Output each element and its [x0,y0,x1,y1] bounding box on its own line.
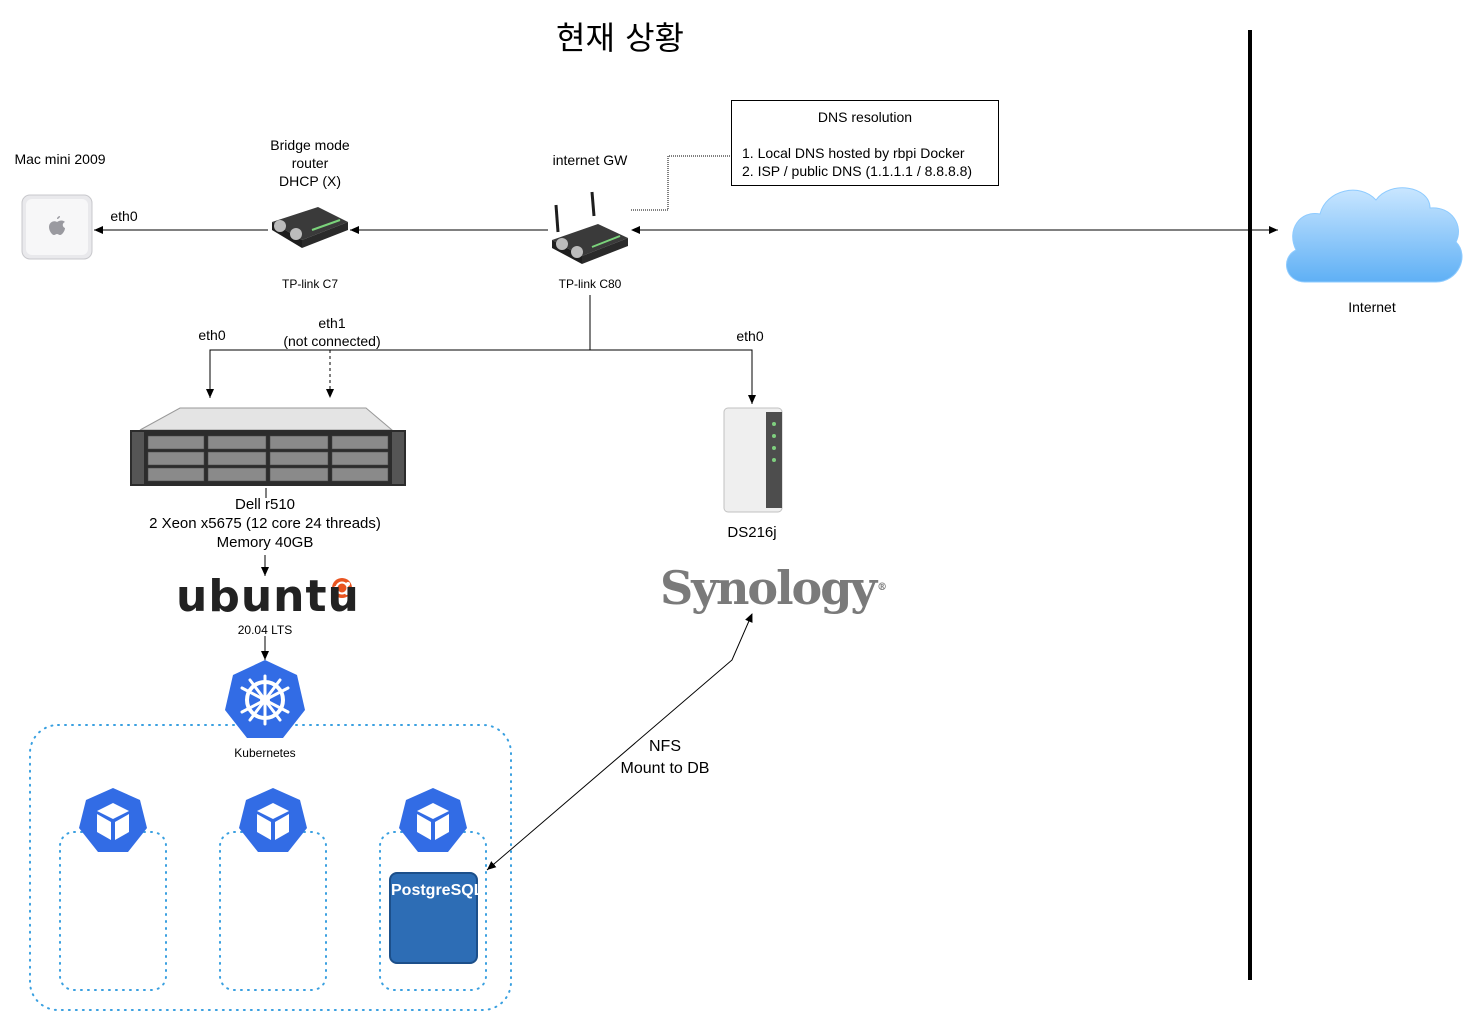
bridge-label-line-2: router [291,155,329,171]
router-icon [272,207,348,248]
wifi-router-icon [552,191,628,264]
kubernetes-label: Kubernetes [234,746,296,760]
page-title: 현재 상황 [556,19,684,57]
kubernetes-cluster-boundary [29,724,512,1011]
synology-logo: Synology® [660,561,887,615]
synology-logo-text: Synology [660,561,877,615]
edge-gw-down [206,295,591,398]
cloud-icon [1286,187,1463,283]
dns-box-heading: DNS resolution [817,109,913,125]
edge-nfs [486,613,753,871]
nfs-label-line-2: Mount to DB [620,760,710,777]
bridge-label-line-1: Bridge mode [270,137,350,153]
mac-eth0-label: eth0 [110,208,138,224]
edge-dns-gw [630,155,730,211]
pod-icon [239,788,307,852]
kubernetes-icon [225,660,305,738]
mac-mini-icon [21,194,93,260]
rack-server-icon [130,407,406,486]
server-label-line-2: 2 Xeon x5675 (12 core 24 threads) [149,515,381,532]
server-label-line-1: Dell r510 [234,496,296,513]
dns-box-line-1: 1. Local DNS hosted by rbpi Docker [742,145,965,161]
nas-icon [723,407,783,513]
nfs-label-line-1: NFS [649,738,681,755]
dns-box-line-2: 2. ISP / public DNS (1.1.1.1 / 8.8.8.8) [742,163,973,179]
ubuntu-version-label: 20.04 LTS [237,623,293,637]
postgresql-label: PostgreSQL [391,882,484,899]
server-eth0-label: eth0 [198,327,226,343]
gateway-label: internet GW [552,152,628,168]
server-label-line-3: Memory 40GB [216,534,314,551]
nas-eth0-label: eth0 [736,328,764,344]
pod-icon [79,788,147,852]
server-eth1-label: eth1 [318,315,346,331]
pod-boundary-1 [59,831,167,991]
nas-label: DS216j [727,524,777,541]
gateway-model-label: TP-link C80 [558,277,622,291]
bridge-model-label: TP-link C7 [281,277,338,291]
server-eth1-status-label: (not connected) [283,333,381,349]
edge-gw-nas [590,349,756,404]
dns-resolution-box: DNS resolution 1. Local DNS hosted by rb… [731,100,999,186]
ubuntu-wordmark: ubuntu [176,571,360,622]
mac-mini-label: Mac mini 2009 [14,151,106,167]
ubuntu-logo [332,578,352,598]
internet-label: Internet [1348,299,1396,315]
pod-boundary-2 [219,831,327,991]
bridge-label-line-3: DHCP (X) [279,173,341,189]
pod-icon [399,788,467,852]
postgresql-icon: PostgreSQL [389,872,483,964]
